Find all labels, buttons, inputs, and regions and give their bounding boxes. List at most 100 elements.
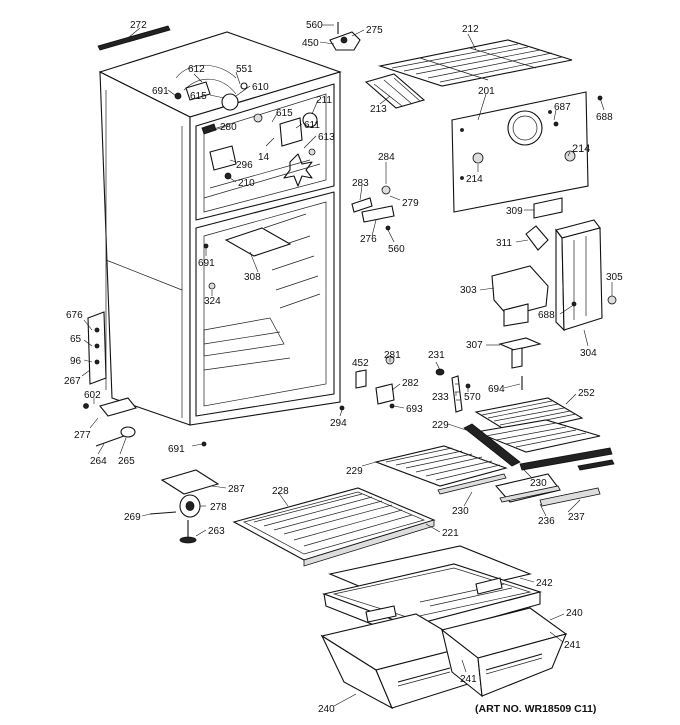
part-label-452: 452 bbox=[352, 358, 369, 369]
hinge-bracket-left bbox=[87, 311, 107, 385]
part-label-309: 309 bbox=[506, 206, 523, 217]
top-trim-strip-272 bbox=[97, 25, 171, 51]
control-thermostat-assembly bbox=[174, 65, 248, 111]
part-label-267: 267 bbox=[64, 376, 81, 387]
part-label-231: 231 bbox=[428, 350, 445, 361]
part-label-676: 676 bbox=[66, 310, 83, 321]
shelf-bracket-233 bbox=[435, 368, 523, 413]
crisper-pan-right-240 bbox=[440, 607, 568, 698]
part-label-214: 214 bbox=[466, 174, 483, 185]
part-label-272: 272 bbox=[130, 20, 147, 31]
part-label-304: 304 bbox=[580, 348, 597, 359]
crisper-cover-glass-228 bbox=[232, 487, 436, 567]
part-label-240: 240 bbox=[566, 608, 583, 619]
part-label-241: 241 bbox=[564, 640, 581, 651]
part-label-201: 201 bbox=[478, 86, 495, 97]
part-label-691: 691 bbox=[152, 86, 169, 97]
part-label-612: 612 bbox=[188, 64, 205, 75]
part-label-263: 263 bbox=[208, 526, 225, 537]
refrigerator-cabinet bbox=[98, 31, 342, 426]
part-label-687: 687 bbox=[554, 102, 571, 113]
part-label-691: 691 bbox=[168, 444, 185, 455]
air-duct-assembly bbox=[491, 219, 617, 332]
bottom-hinge-602 bbox=[83, 397, 137, 417]
part-label-230: 230 bbox=[530, 478, 547, 489]
part-label-228: 228 bbox=[272, 486, 289, 497]
part-label-280: 280 bbox=[220, 122, 237, 133]
part-label-230: 230 bbox=[452, 506, 469, 517]
leader-lines bbox=[81, 24, 613, 707]
part-label-240: 240 bbox=[318, 704, 335, 715]
part-label-214: 214 bbox=[572, 143, 590, 155]
part-label-308: 308 bbox=[244, 272, 261, 283]
part-label-691: 691 bbox=[198, 258, 215, 269]
part-label-570: 570 bbox=[464, 392, 481, 403]
part-label-305: 305 bbox=[606, 272, 623, 283]
part-label-265: 265 bbox=[118, 456, 135, 467]
meat-pan-rails bbox=[494, 459, 615, 507]
part-label-282: 282 bbox=[402, 378, 419, 389]
freezer-rear-panel-201 bbox=[451, 91, 603, 219]
part-label-284: 284 bbox=[378, 152, 395, 163]
part-label-96: 96 bbox=[70, 356, 82, 367]
part-label-241: 241 bbox=[460, 674, 477, 685]
part-label-278: 278 bbox=[210, 502, 227, 513]
center-fasteners bbox=[201, 185, 395, 447]
part-label-311: 311 bbox=[496, 238, 512, 249]
part-label-233: 233 bbox=[432, 392, 449, 403]
part-label-294: 294 bbox=[330, 418, 347, 429]
art-number-caption: (ART NO. WR18509 C11) bbox=[475, 703, 596, 715]
part-label-560: 560 bbox=[388, 244, 405, 255]
part-label-610: 610 bbox=[252, 82, 269, 93]
damper-control-307 bbox=[498, 337, 542, 369]
top-hinge-275 bbox=[329, 22, 361, 51]
freezer-wire-shelf-212 bbox=[364, 39, 573, 109]
part-label-229: 229 bbox=[346, 466, 363, 477]
part-label-212: 212 bbox=[462, 24, 479, 35]
part-label-688: 688 bbox=[538, 310, 555, 321]
glass-shelf-252 bbox=[473, 397, 601, 453]
part-label-450: 450 bbox=[302, 38, 319, 49]
part-label-615: 615 bbox=[276, 108, 293, 119]
shelf-rails-229 bbox=[463, 423, 613, 471]
part-label-611: 611 bbox=[304, 120, 320, 131]
part-label-264: 264 bbox=[90, 456, 107, 467]
part-label-693: 693 bbox=[406, 404, 423, 415]
crisper-cover-frame-242 bbox=[322, 545, 542, 641]
part-label-242: 242 bbox=[536, 578, 553, 589]
part-label-275: 275 bbox=[366, 25, 383, 36]
part-label-14: 14 bbox=[258, 152, 270, 163]
part-label-221: 221 bbox=[442, 528, 459, 539]
part-label-307: 307 bbox=[466, 340, 483, 351]
part-label-237: 237 bbox=[568, 512, 585, 523]
hinge-pin-264 bbox=[95, 426, 136, 447]
part-label-287: 287 bbox=[228, 484, 245, 495]
part-label-281: 281 bbox=[384, 350, 401, 361]
part-label-551: 551 bbox=[236, 64, 253, 75]
part-label-276: 276 bbox=[360, 234, 377, 245]
part-label-613: 613 bbox=[318, 132, 335, 143]
part-label-277: 277 bbox=[74, 430, 91, 441]
part-label-602: 602 bbox=[84, 390, 101, 401]
part-label-236: 236 bbox=[538, 516, 555, 527]
wire-shelf-229 bbox=[374, 445, 508, 495]
light-shield-308 bbox=[224, 227, 292, 257]
part-label-694: 694 bbox=[488, 384, 505, 395]
part-label-283: 283 bbox=[352, 178, 369, 189]
part-label-211: 211 bbox=[316, 95, 332, 106]
part-label-560: 560 bbox=[306, 20, 323, 31]
part-label-269: 269 bbox=[124, 512, 141, 523]
part-label-229: 229 bbox=[432, 420, 449, 431]
fan-motor-assembly bbox=[201, 112, 318, 187]
part-label-279: 279 bbox=[402, 198, 419, 209]
part-label-210: 210 bbox=[238, 178, 255, 189]
roller-assembly bbox=[149, 469, 220, 544]
part-label-65: 65 bbox=[70, 334, 82, 345]
part-label-296: 296 bbox=[236, 160, 253, 171]
part-label-615: 615 bbox=[190, 91, 207, 102]
part-number-labels: 272 560 275 450 212 612 551 691 615 610 … bbox=[64, 20, 623, 715]
part-label-324: 324 bbox=[204, 296, 221, 307]
part-label-688: 688 bbox=[596, 112, 613, 123]
part-label-213: 213 bbox=[370, 104, 387, 115]
